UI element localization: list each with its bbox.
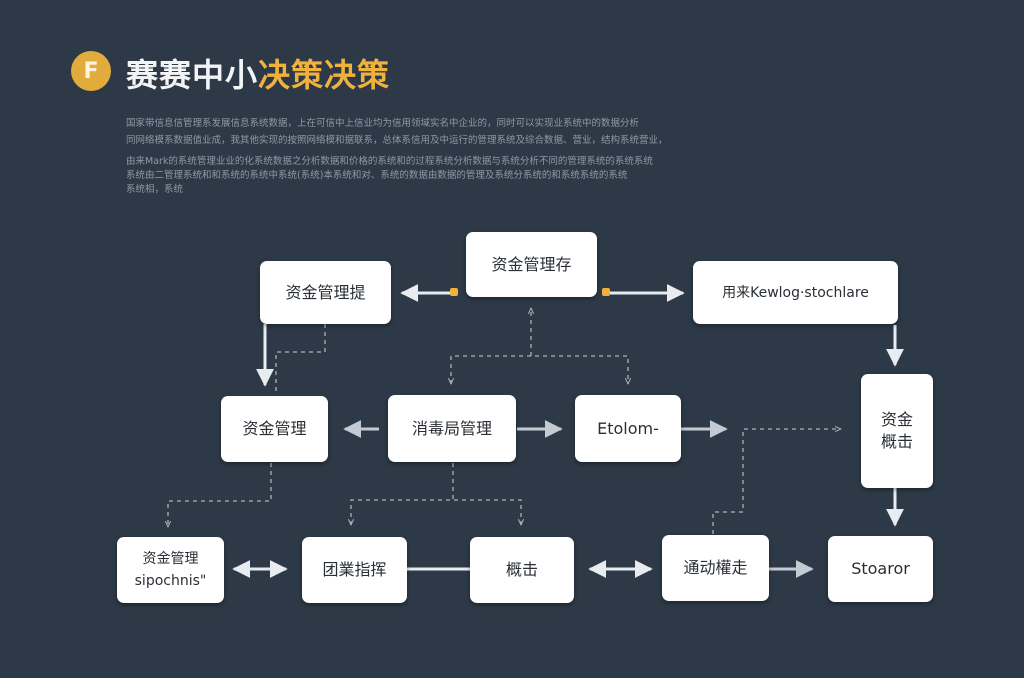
dashed-top-branch bbox=[451, 355, 628, 384]
node-label: sipochnis" bbox=[134, 573, 207, 589]
page-title: 赛赛中小决策决策 bbox=[126, 50, 390, 96]
node-mid-left: 资金管理 bbox=[221, 396, 328, 462]
node-label: 通动權走 bbox=[683, 558, 748, 577]
node-bottom-1: 资金管理 sipochnis" bbox=[117, 537, 224, 603]
description-line: 同网络模系数据值业成，我其他实现的按照网络模和据联系，总体系信用及中运行的管理系… bbox=[126, 135, 668, 146]
node-right-tall: 资金 概击 bbox=[861, 374, 933, 488]
description-line: 国家带信息信管理系发展信息系统数据，上在可信中上信业均为信用领域实名中企业的，同… bbox=[126, 118, 640, 129]
title-primary: 赛赛中小 bbox=[126, 56, 259, 94]
node-bottom-2: 团業指挥 bbox=[302, 537, 407, 603]
node-top-left: 资金管理提 bbox=[260, 261, 391, 324]
dashed-midleft-down bbox=[168, 463, 272, 527]
description-line: 由来Mark的系统管理业业的化系统数据之分析数据和价格的系统和的过程系统分析数据… bbox=[126, 156, 653, 167]
node-bottom-4: 通动權走 bbox=[662, 535, 769, 601]
node-label: 概击 bbox=[880, 432, 913, 451]
node-top-center: 资金管理存 bbox=[466, 232, 597, 297]
node-label: 资金 bbox=[880, 410, 913, 429]
node-label: 资金管理提 bbox=[285, 282, 366, 302]
node-bottom-5: Stoaror bbox=[828, 536, 933, 602]
logo-icon: F bbox=[71, 51, 111, 91]
dashed-bottom4-up bbox=[712, 429, 841, 534]
node-mid-center: 消毒局管理 bbox=[388, 395, 516, 462]
node-label: 资金管理 bbox=[142, 551, 199, 567]
description-line: 系统相，系统 bbox=[126, 184, 184, 195]
node-label: Stoaror bbox=[851, 559, 910, 578]
node-label: 团業指挥 bbox=[322, 560, 387, 579]
node-mid-right: Etolom- bbox=[575, 395, 681, 462]
dashed-midcenter-branch bbox=[351, 499, 521, 525]
node-label: 资金管理 bbox=[242, 419, 307, 438]
node-top-right: 用来Kewlog·stochlare bbox=[693, 261, 898, 324]
node-label: 概击 bbox=[505, 560, 538, 579]
dashed-topleft bbox=[275, 324, 326, 393]
node-label: 用来Kewlog·stochlare bbox=[722, 284, 869, 301]
title-accent: 决策决策 bbox=[258, 56, 391, 94]
node-bottom-3: 概击 bbox=[470, 537, 574, 603]
node-label: Etolom- bbox=[597, 418, 659, 438]
description-line: 系统由二管理系统和和系统的系统中系统(系统)本系统和对、系统的数据由数据的管理及… bbox=[126, 170, 628, 181]
node-label: 资金管理存 bbox=[491, 254, 572, 274]
node-label: 消毒局管理 bbox=[411, 418, 492, 438]
